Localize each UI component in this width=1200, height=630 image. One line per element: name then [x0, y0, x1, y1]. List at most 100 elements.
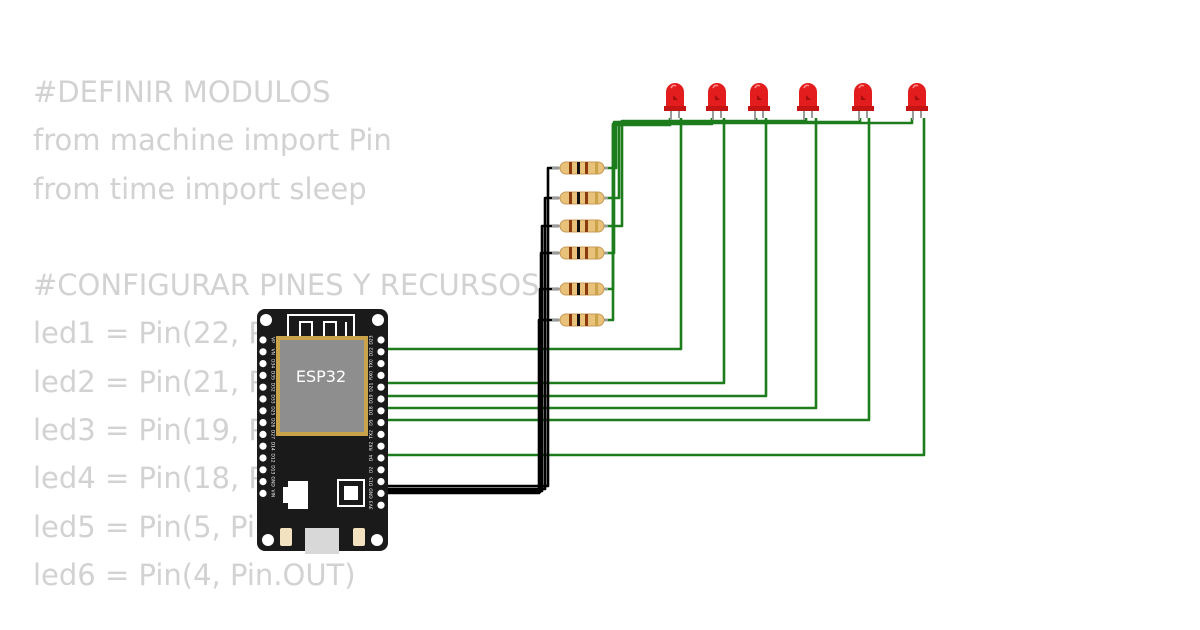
pin-label: D27: [270, 430, 276, 439]
pin-tx0[interactable]: [377, 360, 385, 368]
pin-label: D32: [270, 383, 276, 392]
pin-d5[interactable]: [377, 419, 385, 427]
pin-label: 3V3: [369, 501, 375, 510]
leds: [664, 83, 928, 120]
code-line: led6 = Pin(4, Pin.OUT): [33, 557, 356, 592]
pin-d13[interactable]: [259, 466, 267, 474]
pin-d19[interactable]: [377, 395, 385, 403]
pin-d26[interactable]: [259, 419, 267, 427]
pin-d21[interactable]: [377, 383, 385, 391]
pin-tx2[interactable]: [377, 430, 385, 438]
pin-vin[interactable]: [259, 489, 267, 497]
wire-d4-led6: [383, 118, 926, 457]
mount-hole: [372, 314, 384, 326]
gnd-wire-3: [383, 224, 559, 493]
pin-gnd[interactable]: [259, 478, 267, 486]
signal-wires: [383, 118, 926, 457]
pin-label: RX2: [369, 442, 375, 451]
wire-d21-led2: [383, 118, 726, 385]
pin-vp[interactable]: [259, 336, 267, 344]
regulator: [288, 481, 308, 509]
pin-label: D26: [270, 418, 276, 427]
pin-gnd[interactable]: [377, 489, 385, 497]
pin-d2[interactable]: [377, 466, 385, 474]
pin-label: VP: [270, 337, 276, 343]
pin-label: D19: [369, 394, 375, 403]
mount-hole: [262, 534, 274, 546]
regulator-tab: [283, 487, 289, 503]
wire-d19-led3: [383, 118, 768, 398]
en-button[interactable]: [280, 528, 292, 546]
pin-vn[interactable]: [259, 348, 267, 356]
pin-label: VIN: [270, 490, 276, 498]
pin-label: D15: [369, 477, 375, 486]
resistor[interactable]: [552, 313, 608, 327]
pin-d34[interactable]: [259, 360, 267, 368]
led[interactable]: [706, 83, 728, 120]
pin-d25[interactable]: [259, 407, 267, 415]
pin-d33[interactable]: [259, 395, 267, 403]
esp32-board[interactable]: ESP32 VPVND34D35D32D33D25D26D27D14D12D13…: [257, 309, 388, 554]
pin-label: D2: [369, 466, 375, 472]
resistors: [552, 161, 608, 327]
wire-d18-led4: [383, 118, 818, 410]
usb-port[interactable]: [305, 528, 339, 554]
resistor[interactable]: [552, 219, 608, 233]
led[interactable]: [797, 83, 819, 120]
led-resistor-wires: [604, 118, 914, 322]
pin-label: GND: [270, 476, 276, 487]
mount-hole: [371, 534, 383, 546]
pin-label: D22: [369, 347, 375, 356]
esp32-chip: [280, 340, 364, 432]
ground-wires: [383, 166, 559, 495]
gnd-wire-5: [383, 287, 559, 494]
resistor[interactable]: [552, 246, 608, 260]
pin-label: D14: [270, 442, 276, 451]
pin-rx2[interactable]: [377, 442, 385, 450]
led[interactable]: [748, 83, 770, 120]
bus-wire-2: [604, 118, 862, 200]
bus-wire-3: [604, 118, 808, 228]
code-line: from machine import Pin: [33, 123, 392, 158]
code-line: from time import sleep: [33, 171, 367, 206]
pin-d27[interactable]: [259, 430, 267, 438]
pin-d14[interactable]: [259, 442, 267, 450]
led[interactable]: [906, 83, 928, 120]
pin-rx0[interactable]: [377, 371, 385, 379]
gnd-wire-1: [383, 166, 559, 488]
led[interactable]: [852, 83, 874, 120]
pin-label: D5: [369, 419, 375, 425]
pin-3v3[interactable]: [377, 501, 385, 509]
bus-wire-6: [604, 118, 672, 322]
gnd-wire-6: [383, 318, 559, 495]
resistor[interactable]: [552, 161, 608, 175]
gnd-wire-2: [383, 196, 559, 491]
boot-button[interactable]: [353, 528, 365, 546]
resistor[interactable]: [552, 191, 608, 205]
pin-d35[interactable]: [259, 371, 267, 379]
pin-label: D35: [270, 371, 276, 380]
chip-label: ESP32: [296, 367, 346, 386]
pin-label: RX0: [369, 371, 375, 380]
pin-label: D23: [369, 335, 375, 344]
wire-d22-led1: [383, 118, 683, 351]
pin-d23[interactable]: [377, 336, 385, 344]
pin-d22[interactable]: [377, 348, 385, 356]
pin-d32[interactable]: [259, 383, 267, 391]
led[interactable]: [664, 83, 686, 120]
resistor[interactable]: [552, 282, 608, 296]
pin-label: D21: [369, 382, 375, 391]
pin-d18[interactable]: [377, 407, 385, 415]
antenna-trace: [287, 314, 355, 336]
pin-d15[interactable]: [377, 478, 385, 486]
pin-label: GND: [369, 488, 375, 499]
pin-label: VN: [270, 349, 276, 355]
code-line: #CONFIGURAR PINES Y RECURSOS: [33, 268, 540, 303]
pin-d12[interactable]: [259, 454, 267, 462]
pin-d4[interactable]: [377, 454, 385, 462]
pin-label: TX2: [369, 430, 375, 440]
bus-wire-4: [604, 118, 758, 255]
code-line: #DEFINIR MODULOS: [33, 75, 331, 109]
